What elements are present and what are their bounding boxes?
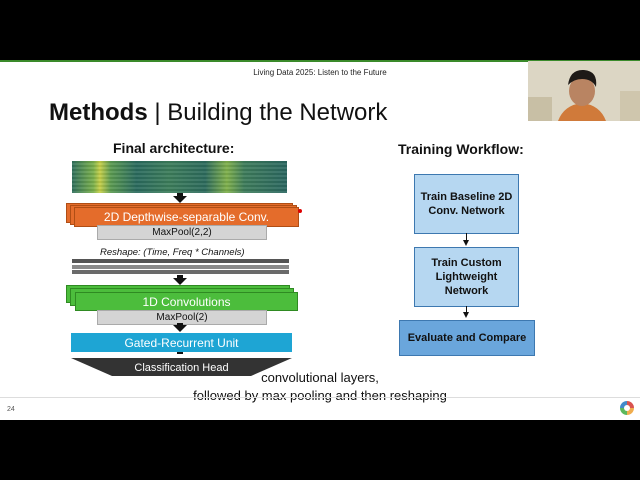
reshape-bar-1 [72,259,289,263]
workflow-step-evaluate: Evaluate and Compare [399,320,535,356]
arrow-stem [177,352,183,354]
maxpool-2d-layer: MaxPool(2,2) [97,225,267,240]
spectrogram-image [72,161,287,193]
caption-line-2: followed by max pooling and then reshapi… [193,388,447,403]
workflow-connector [466,306,467,313]
title-rest: Building the Network [167,99,388,126]
caption-line-1: convolutional layers, [261,370,379,385]
classification-head-label: Classification Head [134,362,228,374]
arrow-stem [177,323,183,326]
speaker-avatar [528,61,640,121]
down-arrow-icon [463,240,469,246]
workflow-step-lightweight: Train Custom Lightweight Network [414,247,519,307]
down-arrow-icon [173,278,187,285]
slide-title: Methods | Building the Network [49,99,387,127]
down-arrow-icon [463,312,469,318]
conference-logo-icon [620,401,634,415]
arrow-stem [177,275,183,278]
title-bold: Methods [49,99,148,126]
arrow-stem [177,193,183,196]
conv1d-layer: 1D Convolutions [75,292,298,311]
page-number: 24 [7,406,15,413]
title-separator: | [147,99,168,126]
reshape-bar-2 [72,265,289,269]
pointer-dot [298,209,302,213]
reshape-bar-3 [72,270,289,274]
workflow-heading: Training Workflow: [398,141,524,157]
footer-divider [0,397,640,398]
gru-layer: Gated-Recurrent Unit [71,333,292,352]
classification-head-shape: Classification Head [71,358,292,376]
architecture-heading: Final architecture: [113,140,235,156]
workflow-connector [466,233,467,241]
down-arrow-icon [173,325,187,332]
reshape-label: Reshape: (Time, Freq * Channels) [100,247,245,258]
speaker-webcam [528,61,640,121]
down-arrow-icon [173,196,187,203]
conv2d-layer: 2D Depthwise-separable Conv. [74,207,299,227]
workflow-step-baseline: Train Baseline 2D Conv. Network [414,174,519,234]
accent-line [0,60,640,62]
conference-title: Living Data 2025: Listen to the Future [253,68,387,77]
